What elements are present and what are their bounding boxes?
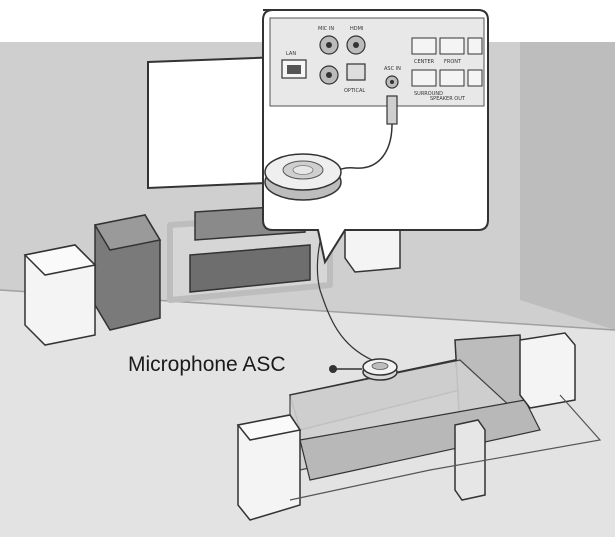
label-center: CENTER xyxy=(414,59,435,65)
callout-dot xyxy=(329,365,337,373)
speaker-wire xyxy=(289,394,602,501)
asc-plug xyxy=(386,95,398,125)
speaker-rear-right xyxy=(519,332,576,409)
label-hdmi: HDMI xyxy=(350,26,363,32)
microphone-asc-label: Microphone ASC xyxy=(128,353,286,376)
microphone-cable xyxy=(316,231,373,361)
label-asc-in: ASC IN xyxy=(384,66,401,72)
tv-stand xyxy=(167,204,333,303)
optical-port xyxy=(346,63,366,81)
label-optical: OPTICAL xyxy=(344,88,365,94)
microphone-asc-icon xyxy=(362,358,398,381)
inset-microphone-icon xyxy=(264,153,342,201)
sofa xyxy=(289,334,541,481)
speaker-rear-left xyxy=(236,414,302,521)
subwoofer xyxy=(454,419,486,501)
side-wall xyxy=(520,42,615,330)
label-lan: LAN xyxy=(286,51,296,57)
speaker-front-left xyxy=(23,244,97,346)
label-surround: SURROUND xyxy=(414,91,443,97)
label-mic-in: MIC IN xyxy=(318,26,334,32)
speaker-terminals xyxy=(411,37,483,87)
rear-panel-inset: LAN MIC IN HDMI OPTICAL ASC IN SPEAKER O… xyxy=(262,9,489,265)
label-speaker-out: SPEAKER OUT xyxy=(430,96,466,102)
speaker-icon xyxy=(93,214,162,331)
label-front: FRONT xyxy=(444,59,462,65)
